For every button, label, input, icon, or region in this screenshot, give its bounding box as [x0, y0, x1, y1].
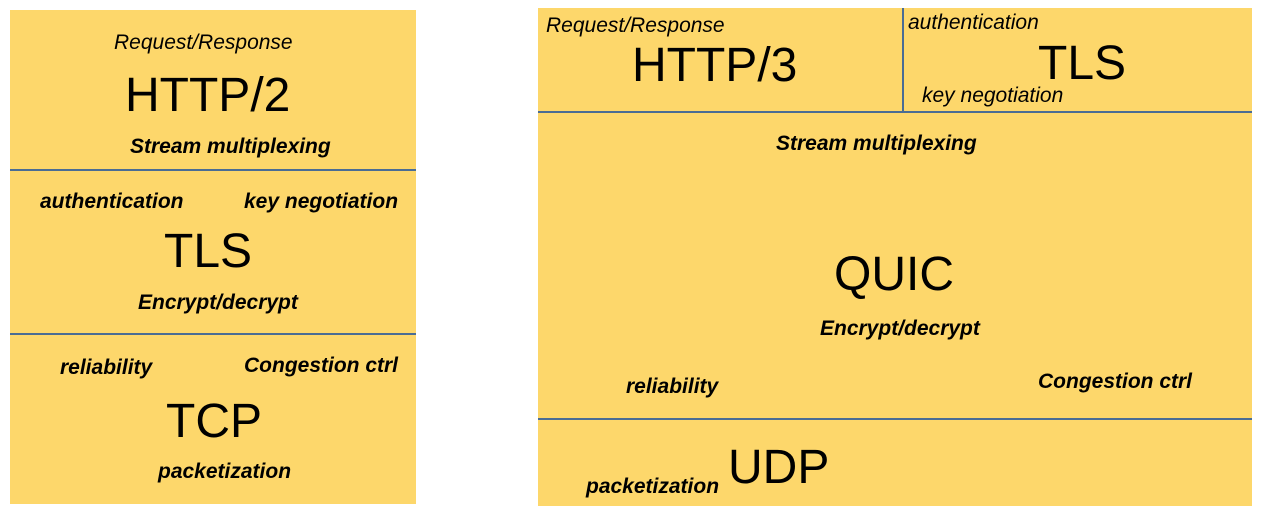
- quic-tls-title: TLS: [1038, 37, 1127, 90]
- quic-congestion-ctrl-label: Congestion ctrl: [1038, 370, 1193, 393]
- quic-tls-key-negotiation-label: key negotiation: [922, 84, 1064, 107]
- tcp-packetization-label: packetization: [158, 460, 292, 483]
- http3-title: HTTP/3: [632, 39, 798, 92]
- quic-title: QUIC: [834, 248, 954, 301]
- tls-layer: authentication key negotiation TLS Encry…: [10, 171, 416, 333]
- quic-layer: Stream multiplexing QUIC Encrypt/decrypt…: [538, 113, 1252, 418]
- tcp-reliability-label: reliability: [60, 356, 153, 379]
- tls-authentication-label: authentication: [40, 190, 184, 213]
- http3-protocol-stack: Request/Response HTTP/3 authentication T…: [538, 8, 1252, 506]
- quic-stream-multiplexing-label: Stream multiplexing: [776, 132, 977, 155]
- quic-tls-authentication-label: authentication: [908, 11, 1039, 34]
- tls-title: TLS: [164, 225, 253, 278]
- udp-title: UDP: [728, 441, 830, 494]
- quic-encrypt-decrypt-label: Encrypt/decrypt: [820, 317, 980, 340]
- tls-tcp-divider: [10, 333, 416, 335]
- http2-title: HTTP/2: [125, 69, 291, 122]
- http3-tls-divider: [902, 8, 904, 111]
- tcp-congestion-ctrl-label: Congestion ctrl: [244, 354, 399, 377]
- tls-key-negotiation-label: key negotiation: [244, 190, 399, 213]
- http2-tls-divider: [10, 169, 416, 171]
- quic-udp-divider: [538, 418, 1252, 420]
- http3-tls-row: Request/Response HTTP/3 authentication T…: [538, 8, 1252, 111]
- udp-packetization-label: packetization: [586, 475, 720, 498]
- quic-reliability-label: reliability: [626, 375, 719, 398]
- tls-encrypt-decrypt-label: Encrypt/decrypt: [138, 291, 298, 314]
- tcp-title: TCP: [166, 395, 262, 448]
- http2-protocol-stack: Request/Response HTTP/2 Stream multiplex…: [10, 10, 416, 504]
- udp-layer: packetization UDP: [538, 420, 1252, 506]
- http2-stream-multiplexing-label: Stream multiplexing: [130, 135, 331, 158]
- http2-layer: Request/Response HTTP/2 Stream multiplex…: [10, 10, 416, 169]
- http3-request-response-label: Request/Response: [546, 14, 725, 37]
- tcp-layer: reliability Congestion ctrl TCP packetiz…: [10, 335, 416, 504]
- http3-quic-divider: [538, 111, 1252, 113]
- http2-request-response-label: Request/Response: [114, 31, 293, 54]
